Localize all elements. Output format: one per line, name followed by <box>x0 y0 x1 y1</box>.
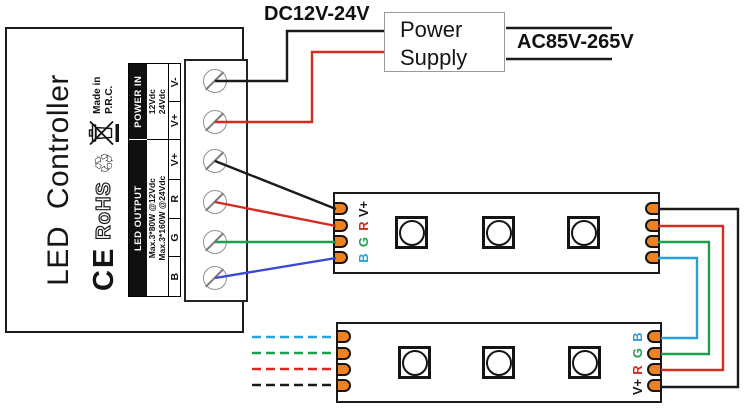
power-in-header: POWER IN <box>129 64 147 141</box>
power-in-spec-24v: 24Vdc <box>156 89 167 115</box>
led-chip <box>567 216 600 249</box>
led-chip <box>398 346 431 379</box>
wire-link-b <box>658 256 699 340</box>
terminal-label-g: G <box>168 218 180 258</box>
made-in-line2: P.R.C. <box>104 85 115 114</box>
led-chip <box>395 216 428 249</box>
wire-link-g <box>658 240 711 356</box>
screw-terminal-r <box>203 190 227 214</box>
led-dome <box>398 219 425 246</box>
led-dome <box>401 349 428 376</box>
strip2-pad-vplus-left <box>336 379 351 392</box>
spec-label-plate: LED OUTPUT POWER IN Max.3*80W @12Vdc Max… <box>128 63 181 297</box>
made-in-line1: Made in <box>92 76 103 114</box>
power-in-spec: 12Vdc 24Vdc <box>147 64 168 141</box>
led-chip <box>482 346 515 379</box>
led-output-spec-24v: Max.3*160W @24Vdc <box>156 175 167 261</box>
led-output-header: LED OUTPUT <box>129 140 147 296</box>
plate-header-row: LED OUTPUT POWER IN <box>129 64 147 296</box>
led-dome <box>485 349 512 376</box>
terminal-label-vplus-out: V+ <box>168 140 180 180</box>
terminal-label-vplus-in: V+ <box>168 101 180 141</box>
recycling-icon: ♲ <box>89 151 119 175</box>
strip2-pad-g-right <box>647 347 662 360</box>
led-dome <box>571 349 598 376</box>
weee-bin-icon <box>88 120 119 145</box>
strip2-pad-r-right <box>647 363 662 376</box>
strip1-pad-vplus-right <box>645 202 660 215</box>
led-dome <box>485 219 512 246</box>
controller-certification-row: CE RoHS ♲ Made in P.R.C. <box>84 55 124 293</box>
dc-voltage-label: DC12V-24V <box>264 3 370 25</box>
strip1-pad-b-left <box>333 251 348 264</box>
screw-terminal-vplus-in <box>203 110 227 134</box>
strip2-pad-b-right <box>647 330 662 343</box>
strip2-label-vplus: V+ <box>629 378 645 396</box>
led-chip <box>568 346 601 379</box>
ce-mark: CE <box>87 246 120 291</box>
strip1-pad-r-left <box>333 219 348 232</box>
strip1-pad-vplus-left <box>333 202 348 215</box>
strip2-pad-r-left <box>336 363 351 376</box>
made-in-label: Made in P.R.C. <box>92 77 116 114</box>
led-chip <box>482 216 515 249</box>
strip1-pad-g-left <box>333 235 348 248</box>
screw-terminal-vminus <box>203 69 227 93</box>
wire-link-vplus <box>658 207 740 389</box>
strip1-pad-b-right <box>645 251 660 264</box>
terminal-label-b: B <box>168 257 180 296</box>
terminal-label-r: R <box>168 180 180 219</box>
power-supply-box: Power Supply <box>384 12 505 72</box>
strip2-pad-b-left <box>336 330 351 343</box>
wire-link-r <box>658 224 725 372</box>
strip2-pad-vplus-right <box>647 379 662 392</box>
strip2-pad-g-left <box>336 347 351 360</box>
strip1-pad-r-right <box>645 219 660 232</box>
rohs-mark: RoHS <box>92 181 115 241</box>
terminal-label-vminus: V- <box>168 64 180 102</box>
controller-title: LED Controller <box>42 74 75 286</box>
screw-terminal-vplus-out <box>203 149 227 173</box>
ac-voltage-label: AC85V-265V <box>517 31 634 53</box>
plate-spec-row: Max.3*80W @12Vdc Max.3*160W @24Vdc 12Vdc… <box>147 64 168 296</box>
strip1-pad-g-right <box>645 235 660 248</box>
plate-terminal-row: B G R V+ V+ V- <box>168 64 180 296</box>
led-output-spec: Max.3*80W @12Vdc Max.3*160W @24Vdc <box>147 140 168 296</box>
screw-terminal-g <box>203 230 227 254</box>
led-dome <box>570 219 597 246</box>
strip1-label-b: B <box>355 253 371 263</box>
screw-terminal-b <box>203 266 227 290</box>
